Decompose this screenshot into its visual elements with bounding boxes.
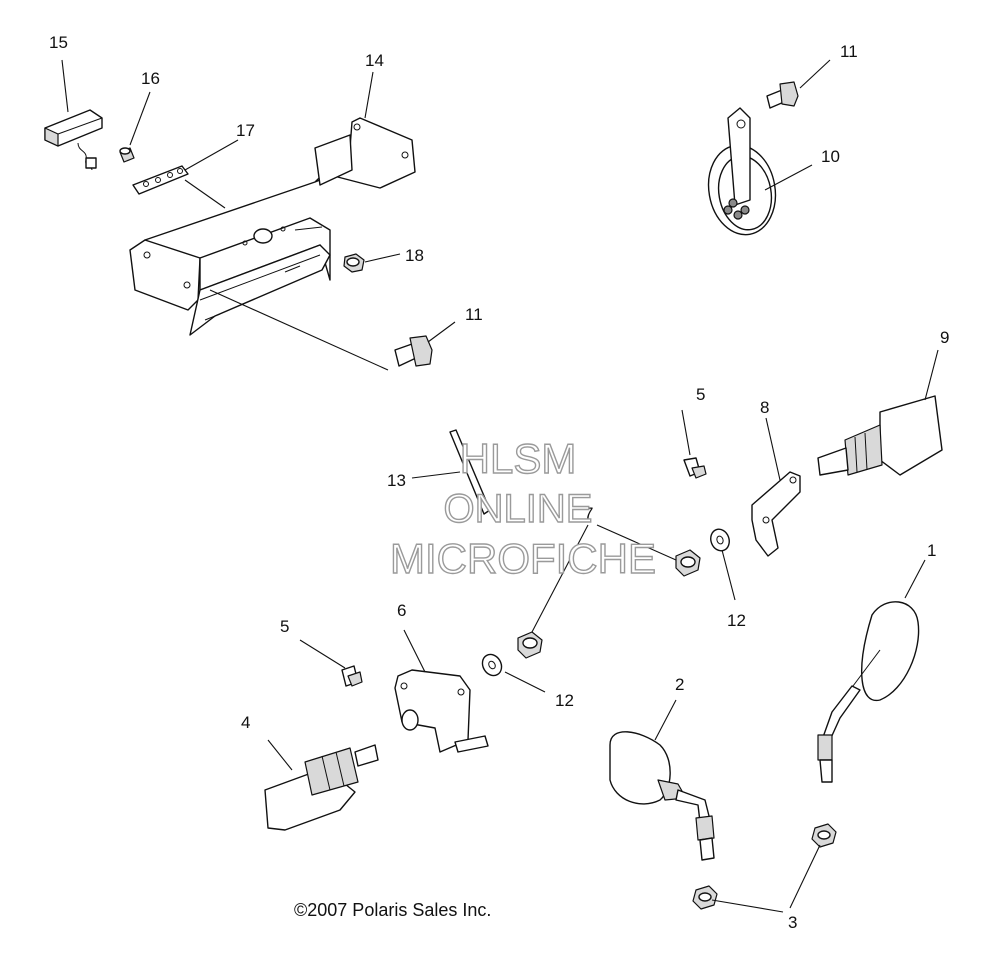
callout-11-upper: 11: [840, 42, 858, 61]
part-12-washer-upper: [710, 528, 730, 552]
callout-9: 9: [940, 328, 949, 347]
callout-6: 6: [397, 601, 406, 620]
callout-5-upper: 5: [696, 385, 705, 404]
part-8-bracket: [751, 471, 801, 557]
part-7-nut-lower: [517, 631, 543, 659]
part-16-bushing: [119, 147, 135, 163]
callout-12-upper: 12: [727, 611, 746, 630]
part-11-bolt-upper: [766, 81, 799, 109]
part-13-rod: [449, 429, 491, 515]
watermark-line-3: MICROFICHE: [390, 535, 656, 582]
callout-5-lower: 5: [280, 617, 289, 636]
callout-4: 4: [241, 713, 250, 732]
callout-15: 15: [49, 33, 68, 52]
watermark-line-2: ONLINE: [444, 487, 593, 531]
part-12-washer-lower: [481, 653, 503, 677]
callout-2: 2: [675, 675, 684, 694]
part-9-turn-signal: [817, 395, 943, 476]
part-18-nut: [343, 253, 365, 273]
callout-3: 3: [788, 913, 797, 932]
part-6-bracket: [394, 669, 489, 753]
callout-12-lower: 12: [555, 691, 574, 710]
callout-17: 17: [236, 121, 255, 140]
callout-14: 14: [365, 51, 384, 70]
part-3-nut-lower: [692, 885, 718, 910]
callout-7: 7: [584, 504, 593, 523]
part-7-nut-upper: [675, 549, 701, 577]
part-1-mirror: [817, 601, 920, 783]
part-11-bolt-lower: [394, 335, 433, 367]
leader-lines: [61, 59, 939, 913]
part-14-bracket: [129, 117, 416, 336]
part-5-bolt-lower: [341, 665, 363, 687]
callout-18: 18: [405, 246, 424, 265]
part-4-turn-signal: [264, 744, 379, 831]
watermark: HLSM ONLINE MICROFICHE: [389, 434, 656, 582]
part-10-horn: [707, 107, 777, 236]
part-5-bolt-upper: [683, 457, 707, 479]
callout-16: 16: [141, 69, 160, 88]
part-3-nut-upper: [811, 823, 837, 848]
part-2-mirror: [609, 731, 715, 861]
part-17-plate: [132, 165, 189, 195]
callout-10: 10: [821, 147, 840, 166]
watermark-line-1: HLSM: [460, 435, 577, 482]
callout-labels: 15 16 17 14 18 11 11 10 9 8 5 13 7 12 12…: [49, 33, 949, 932]
part-15-connector: [44, 109, 103, 171]
callout-8: 8: [760, 398, 769, 417]
callout-1: 1: [927, 541, 936, 560]
copyright-notice: ©2007 Polaris Sales Inc.: [294, 900, 491, 920]
callout-11-lower: 11: [465, 305, 483, 324]
callout-13: 13: [387, 471, 406, 490]
